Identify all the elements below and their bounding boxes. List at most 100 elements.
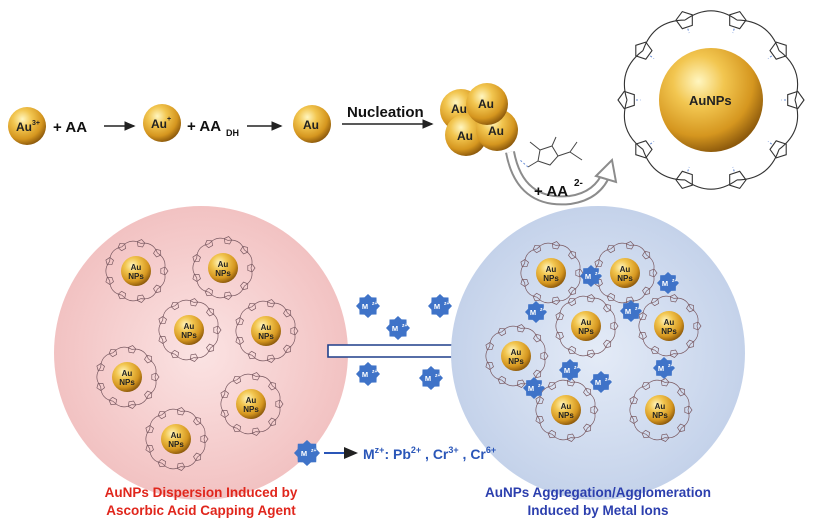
ascorbate-ring [675, 170, 693, 190]
np-label-line2: NPs [558, 411, 574, 420]
nucleation-label: Nucleation [347, 104, 424, 121]
au1-sup: + [167, 116, 171, 123]
ascorbate-ring [555, 331, 564, 341]
ascorbate-ring [603, 303, 612, 313]
np-label-line2: NPs [652, 411, 668, 420]
aa2-sup: 2- [574, 178, 583, 189]
ascorbate-ring [290, 326, 299, 336]
coated-aunp: AuNPs [105, 239, 169, 303]
ascorbate-ring [160, 266, 169, 276]
ascorbate-ring [144, 390, 153, 400]
ascorbate-ring [157, 410, 167, 420]
metal-ion-sup: z+ [372, 301, 378, 307]
coated-aunp: AuNPs [96, 345, 160, 409]
np-label-line1: Au [620, 265, 631, 274]
capped-aunp: AuNPs [617, 10, 805, 190]
ascorbate-ring [206, 343, 215, 353]
metal-ion-sup: z+ [668, 363, 674, 369]
gold-core [536, 258, 566, 288]
np-label-line2: NPs [508, 357, 524, 366]
ascorbate-ring [650, 297, 660, 307]
ascorbate-ring [642, 286, 651, 296]
ascorbate-ring [669, 349, 679, 358]
ascorbate-ring [533, 333, 542, 343]
ascorbate-ring [547, 429, 557, 439]
cluster-label: Au [488, 124, 504, 138]
ascorbate-ring [625, 296, 635, 305]
metal-ion-sup: z+ [574, 365, 580, 371]
gold-core [161, 424, 191, 454]
np-label-line1: Au [122, 369, 133, 378]
ascorbate-shell [617, 10, 805, 190]
ascorbate-ring [583, 387, 592, 397]
gold-core [251, 316, 281, 346]
gold-core [121, 256, 151, 286]
ascorbate-ring [158, 315, 167, 325]
cluster-label: Au [478, 97, 494, 111]
gold-core [610, 258, 640, 288]
ascorbate-ring [629, 415, 638, 425]
ascorbate-ring [497, 327, 507, 337]
np-label-line1: Au [581, 318, 592, 327]
ion-formula: Mz+: Pb2+ , Cr3+ , Cr6+ [363, 445, 496, 462]
linker-chain [105, 240, 166, 302]
ascorbate-ring [677, 423, 686, 433]
linker-chain [520, 242, 581, 304]
metal-ion-sup: z+ [311, 448, 317, 454]
ascorbate-ring [497, 375, 507, 385]
np-label-line1: Au [171, 431, 182, 440]
ascorbate-ring [151, 372, 160, 382]
ascorbate-ring [590, 405, 599, 415]
ascorbate-ring [555, 311, 564, 321]
ascorbate-ring [594, 258, 603, 268]
ascorbate-ring [629, 395, 638, 405]
ascorbate-ring [193, 452, 202, 462]
ascorbate-ring [247, 302, 257, 312]
ascorbate-ring [532, 244, 542, 254]
ascorbate-ring [660, 433, 670, 442]
ascorbate-ring [606, 244, 616, 254]
ascorbate-ring [535, 395, 544, 405]
gold-core [654, 311, 684, 341]
ascorbate-ring [586, 349, 596, 358]
np-label-line2: NPs [258, 332, 274, 341]
capping-shell [485, 324, 549, 388]
ascorbate-ring [157, 458, 167, 468]
ascorbate-ring [568, 286, 577, 296]
right-caption-line1: AuNPs Aggregation/Agglomeration [485, 485, 711, 500]
np-label-line2: NPs [181, 331, 197, 340]
ascorbate-ring [204, 287, 214, 297]
np-label-line1: Au [511, 348, 522, 357]
capping-shell [555, 294, 619, 358]
right-caption-line2: Induced by Metal Ions [527, 503, 668, 518]
metal-ion-label: M [595, 378, 601, 387]
ascorbate-ring [235, 316, 244, 326]
np-label-line1: Au [664, 318, 675, 327]
ascorbate-ring [283, 344, 292, 354]
gold-core [571, 311, 601, 341]
ascorbate-ring [603, 339, 612, 349]
au0-particle: Au [293, 105, 331, 143]
ascorbate-ring [232, 375, 242, 385]
ascorbate-ring [686, 303, 695, 313]
ascorbate-ring [638, 311, 647, 321]
ascorbate-ring [268, 381, 277, 391]
metal-ion-sup: z+ [372, 369, 378, 375]
ascorbate-ring [583, 423, 592, 433]
metal-ion-label: M [658, 364, 664, 373]
coated-aunp: AuNPs [192, 236, 256, 300]
ascorbate-ring [223, 291, 233, 300]
ascorbate-ring [617, 90, 635, 110]
ascorbate-ring [533, 369, 542, 379]
ascorbate-ring [606, 292, 616, 302]
ascorbate-ring [283, 308, 292, 318]
coated-aunp: AuNPs [220, 372, 284, 436]
metal-ion-sup: z+ [538, 383, 544, 389]
cluster-label: Au [451, 102, 467, 116]
au3-sup: 3+ [32, 120, 40, 127]
ascorbate-ring [540, 351, 549, 361]
